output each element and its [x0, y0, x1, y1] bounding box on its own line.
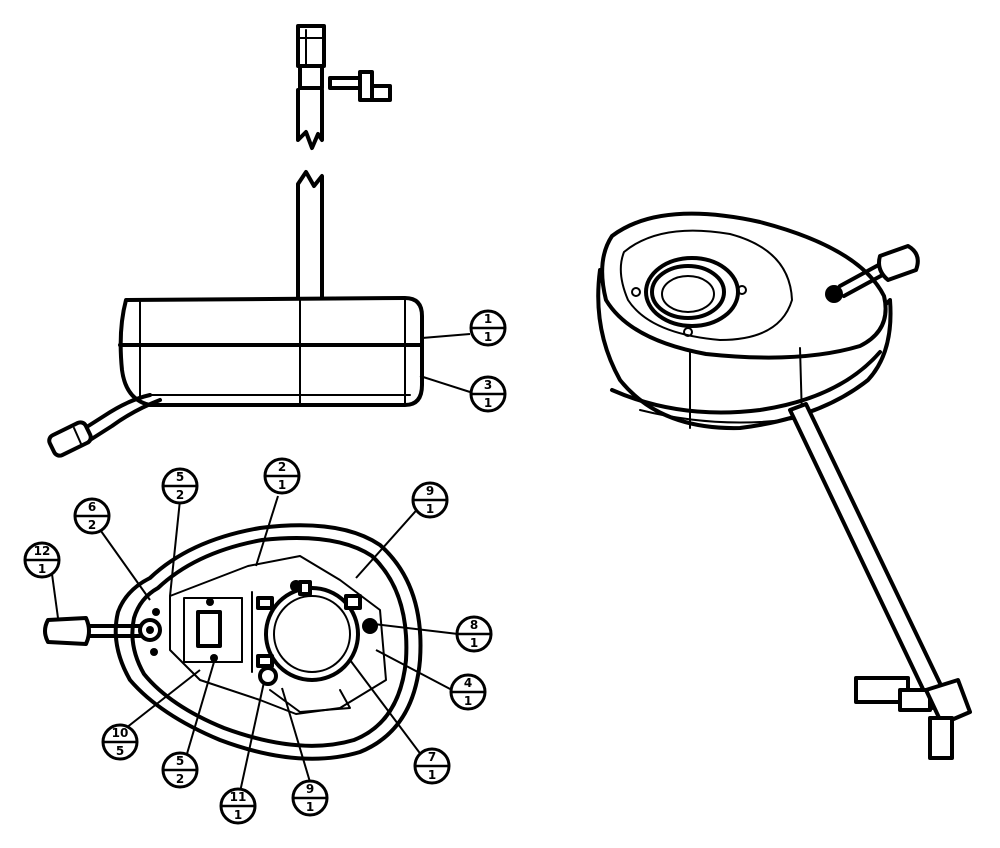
callout-11-qty: 1: [234, 808, 242, 822]
callout-12-number: 12: [34, 544, 51, 558]
callout-9-bottom-number: 9: [306, 782, 314, 796]
lever-bottom-view: [43, 616, 142, 646]
callout-2-number: 2: [278, 460, 286, 474]
callout-10-number: 10: [112, 726, 129, 740]
callout-1: 1 1: [469, 309, 507, 347]
callout-2: 2 1: [263, 457, 301, 495]
callout-1-number: 1: [484, 312, 492, 326]
housing-isometric-view: [596, 211, 972, 760]
callout-5-top-qty: 2: [176, 488, 184, 502]
cable-connector-top: [296, 24, 392, 150]
callout-8-qty: 1: [470, 636, 478, 650]
callout-7-qty: 1: [428, 768, 436, 782]
callout-5-bottom-number: 5: [176, 754, 184, 768]
lever-side-view: [47, 393, 162, 458]
callout-3-qty: 1: [484, 396, 492, 410]
callout-8: 8 1: [455, 615, 493, 653]
callout-4: 4 1: [449, 673, 487, 711]
callout-6-number: 6: [88, 500, 96, 514]
callout-7: 7 1: [413, 747, 451, 785]
callout-12-qty: 1: [38, 562, 46, 576]
callout-3: 3 1: [469, 375, 507, 413]
callout-4-qty: 1: [464, 694, 472, 708]
callout-8-number: 8: [470, 618, 478, 632]
callout-9-top: 9 1: [411, 481, 449, 519]
callout-2-qty: 1: [278, 478, 286, 492]
callout-4-number: 4: [464, 676, 472, 690]
shaft-lower: [296, 170, 324, 302]
callout-9-top-number: 9: [426, 484, 434, 498]
callout-5-bottom: 5 2: [161, 751, 199, 789]
callout-9-bottom: 9 1: [291, 779, 329, 817]
callout-5-top-number: 5: [176, 470, 184, 484]
housing-side-view: [118, 296, 424, 407]
leader-lines: [51, 333, 471, 793]
callout-11: 11 1: [219, 787, 257, 825]
callout-5-top: 5 2: [161, 467, 199, 505]
housing-bottom-view: [113, 523, 423, 761]
callout-7-number: 7: [428, 750, 436, 764]
callout-3-number: 3: [484, 378, 492, 392]
callout-11-number: 11: [230, 790, 247, 804]
callout-10: 10 5: [101, 723, 139, 761]
callout-6: 6 2: [73, 497, 111, 535]
callout-12: 12 1: [23, 541, 61, 579]
callout-10-qty: 5: [116, 744, 124, 758]
callout-1-qty: 1: [484, 330, 492, 344]
callout-6-qty: 2: [88, 518, 96, 532]
callout-9-bottom-qty: 1: [306, 800, 314, 814]
callout-9-top-qty: 1: [426, 502, 434, 516]
callout-5-bottom-qty: 2: [176, 772, 184, 786]
